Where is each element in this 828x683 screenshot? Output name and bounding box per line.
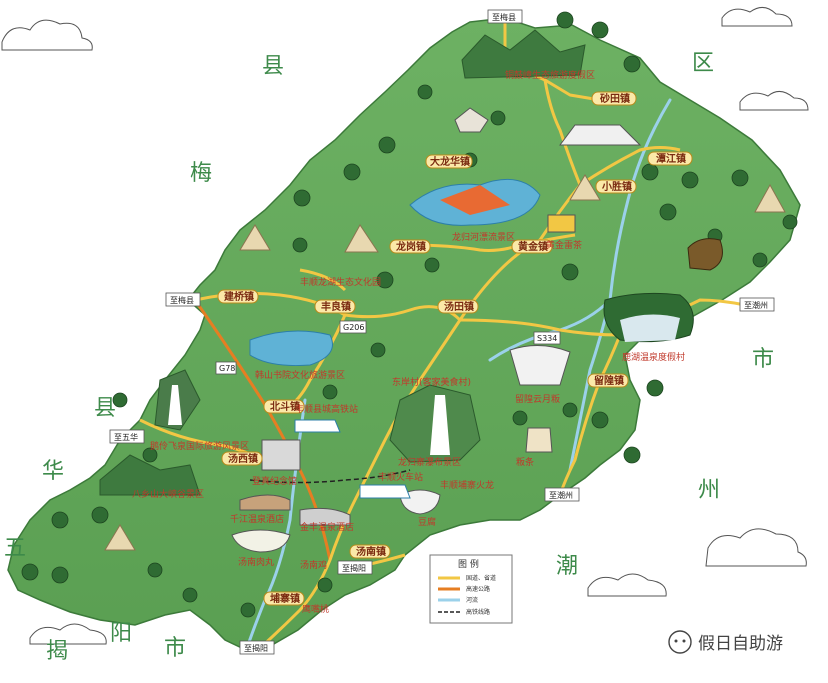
jieyang-label-1: 揭 bbox=[46, 639, 68, 664]
exit-meixian-west: 至梅县 bbox=[170, 295, 194, 305]
wuhua-label-1: 县 bbox=[94, 396, 116, 421]
spot-tangnan-chicken[interactable]: 汤南鸡 bbox=[300, 559, 327, 571]
spot-longgui-fall[interactable]: 龙归寨瀑布景区 bbox=[398, 456, 461, 468]
town-tangtian[interactable]: 汤田镇 bbox=[437, 299, 479, 314]
meixian-label-3: 区 bbox=[692, 51, 714, 76]
town-beidou[interactable]: 北斗镇 bbox=[263, 399, 305, 414]
legend-item-highway: 高速公路 bbox=[466, 585, 490, 593]
svg-text:北斗镇: 北斗镇 bbox=[270, 400, 300, 413]
legend-item-road: 国道、省道 bbox=[466, 574, 496, 582]
spot-gaotie-station[interactable]: 丰顺县城高铁站 bbox=[295, 403, 358, 415]
legend-title: 图 例 bbox=[458, 558, 479, 570]
spot-leicha[interactable]: 黄金雷茶 bbox=[546, 239, 582, 251]
legend-item-rail: 高铁线路 bbox=[466, 608, 490, 616]
meixian-label-2: 梅 bbox=[190, 161, 212, 186]
road-g206: G206 bbox=[343, 323, 364, 332]
spot-lutan[interactable]: 鹿湖温泉度假村 bbox=[622, 351, 685, 363]
meixian-label-1: 县 bbox=[262, 54, 284, 79]
scenic-illustrations bbox=[99, 29, 786, 553]
chaozhou-label-3: 潮 bbox=[556, 554, 578, 579]
svg-text:砂田镇: 砂田镇 bbox=[599, 92, 630, 105]
spot-qianjiang[interactable]: 千江温泉酒店 bbox=[230, 513, 284, 525]
road-g78: G78 bbox=[219, 364, 235, 373]
spot-tangnan-meatball[interactable]: 汤南肉丸 bbox=[238, 556, 274, 568]
wuhua-label-3: 五 bbox=[4, 536, 26, 561]
town-fengliang[interactable]: 丰良镇 bbox=[314, 299, 356, 314]
town-xihu[interactable]: 埔寨镇 bbox=[263, 591, 305, 606]
spot-hanshan[interactable]: 韩山书院文化旅游景区 bbox=[255, 369, 345, 381]
svg-text:潭江镇: 潭江镇 bbox=[656, 152, 686, 165]
spot-tongguzhang[interactable]: 铜鼓嶂生态旅游度假区 bbox=[505, 69, 595, 81]
chaozhou-label-1: 市 bbox=[752, 347, 774, 372]
chaozhou-label-2: 州 bbox=[698, 478, 720, 503]
map-legend: 图 例 国道、省道 高速公路 河流 高铁线路 bbox=[429, 554, 513, 624]
road-numbers: G206 G78 S334 bbox=[215, 320, 561, 375]
spot-dengzhen[interactable]: 登真纪念馆 bbox=[252, 475, 297, 487]
rail-line bbox=[249, 469, 411, 484]
cloud-decoration bbox=[1, 7, 809, 645]
road-s334: S334 bbox=[537, 334, 557, 343]
svg-text:大龙华镇: 大龙华镇 bbox=[430, 155, 470, 168]
town-markers: 砂田镇 潭江镇 小胜镇 大龙华镇 龙岗镇 黄金镇 建桥镇 丰良镇 bbox=[217, 91, 693, 606]
spot-noodle[interactable]: 粄条 bbox=[516, 456, 534, 468]
exit-jieyang: 至揭阳 bbox=[342, 563, 366, 573]
spot-baxiangshan[interactable]: 八乡山大峡谷景区 bbox=[132, 488, 204, 500]
svg-text:汤西镇: 汤西镇 bbox=[228, 452, 258, 465]
town-xiaosheng[interactable]: 小胜镇 bbox=[595, 179, 637, 194]
exit-wuhua: 至五华 bbox=[114, 432, 138, 442]
town-shatian[interactable]: 砂田镇 bbox=[591, 91, 637, 106]
jieyang-label-2: 阳 bbox=[110, 621, 132, 646]
svg-text:小胜镇: 小胜镇 bbox=[601, 180, 632, 193]
spot-jinfeng-hotel[interactable]: 金丰温泉酒店 bbox=[300, 521, 354, 533]
svg-text:留隍镇: 留隍镇 bbox=[594, 374, 624, 387]
spot-fengshun-station[interactable]: 丰顺火车站 bbox=[378, 471, 423, 483]
town-liuhuang[interactable]: 留隍镇 bbox=[587, 373, 629, 388]
jieyang-label-3: 市 bbox=[164, 636, 186, 661]
legend-item-river: 河流 bbox=[466, 596, 478, 604]
neighbor-labels: 县 梅 区 市 州 潮 县 华 五 揭 阳 市 bbox=[4, 51, 774, 664]
watermark: 假日自助游 bbox=[668, 630, 783, 654]
wuhua-label-2: 华 bbox=[42, 459, 64, 484]
svg-text:建桥镇: 建桥镇 bbox=[223, 290, 254, 303]
town-longgang[interactable]: 龙岗镇 bbox=[389, 239, 431, 254]
town-tanjiang[interactable]: 潭江镇 bbox=[647, 151, 693, 166]
town-jianqiao[interactable]: 建桥镇 bbox=[217, 289, 259, 304]
scenic-labels: 铜鼓嶂生态旅游度假区 龙归河漂流景区 鹿湖温泉度假村 丰顺龙湖生态文化园 韩山书… bbox=[132, 69, 685, 615]
spot-eling-feiquan[interactable]: 鹅伶飞泉国际旅游风景区 bbox=[150, 440, 249, 452]
exit-meixian-north: 至梅县 bbox=[492, 12, 516, 22]
exit-jieyang-south: 至揭阳 bbox=[244, 643, 268, 653]
spot-peach[interactable]: 鹰嘴桃 bbox=[302, 603, 329, 615]
svg-text:汤南镇: 汤南镇 bbox=[356, 545, 386, 558]
spot-dongan[interactable]: 东岸村(客家美食村) bbox=[392, 376, 471, 388]
town-huangjin[interactable]: 黄金镇 bbox=[511, 239, 553, 254]
town-tangnan[interactable]: 汤南镇 bbox=[349, 544, 391, 559]
town-tangxi[interactable]: 汤西镇 bbox=[221, 451, 263, 466]
svg-text:汤田镇: 汤田镇 bbox=[444, 300, 474, 313]
spot-liuhuang-moon[interactable]: 留隍云月粄 bbox=[515, 393, 560, 405]
svg-text:丰良镇: 丰良镇 bbox=[321, 300, 351, 313]
exit-chaozhou-east: 至潮州 bbox=[744, 300, 768, 310]
exit-chaozhou-south: 至潮州 bbox=[549, 490, 573, 500]
spot-changle[interactable]: 丰顺龙湖生态文化园 bbox=[300, 276, 381, 288]
svg-text:龙岗镇: 龙岗镇 bbox=[395, 240, 426, 253]
town-dalongsha[interactable]: 大龙华镇 bbox=[425, 154, 473, 169]
svg-text:埔寨镇: 埔寨镇 bbox=[270, 592, 300, 605]
spot-longgui[interactable]: 龙归河漂流景区 bbox=[452, 231, 515, 243]
svg-text:黄金镇: 黄金镇 bbox=[518, 240, 548, 253]
watermark-text: 假日自助游 bbox=[698, 634, 783, 654]
spot-tofu[interactable]: 豆腐 bbox=[418, 516, 436, 528]
spot-firedragon[interactable]: 丰顺埔寨火龙 bbox=[440, 479, 494, 491]
exit-labels: 至梅县 至梅县 至五华 至潮州 至潮州 至揭阳 至揭阳 bbox=[109, 9, 775, 655]
